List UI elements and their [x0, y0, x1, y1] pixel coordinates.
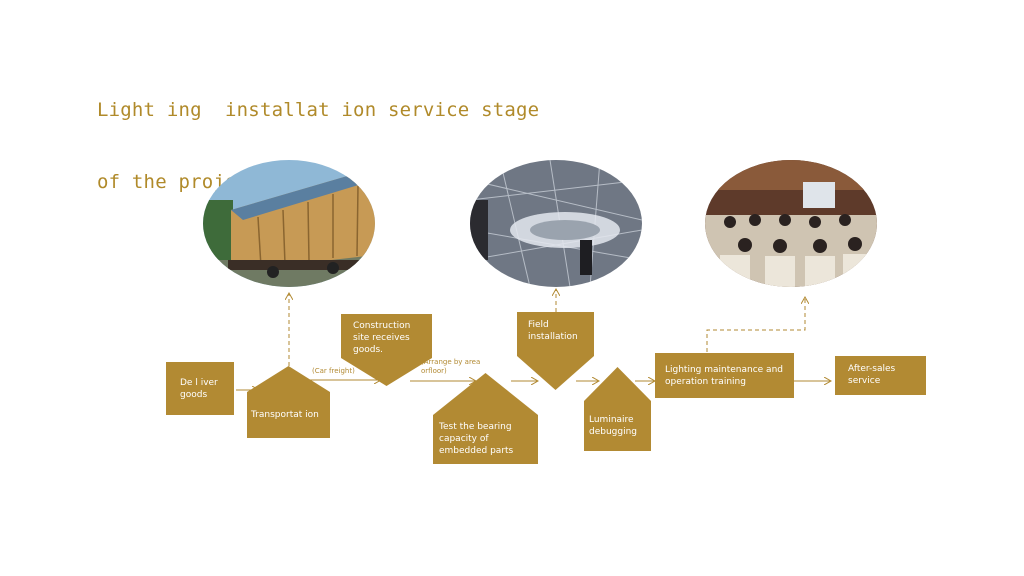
- training-session-photo: [705, 160, 877, 287]
- step-after-sales: After-sales service: [835, 356, 926, 395]
- step-field-installation: Field installation: [517, 312, 594, 390]
- step-transportation-label: Transportat ion: [251, 410, 319, 420]
- step-maintenance-training: Lighting maintenance and operation train…: [655, 353, 794, 398]
- step-luminaire-debugging: Luminaire debugging: [584, 367, 651, 451]
- note-arrange-by-area: (Arrange by area orfloor): [421, 358, 481, 375]
- step-deliver-goods: De l iver goods: [166, 362, 234, 415]
- step-test-bearing: Test the bearing capacity of embedded pa…: [433, 373, 538, 464]
- chandelier-installation-photo: [470, 160, 642, 287]
- note-car-freight: (Car freight): [312, 367, 355, 375]
- dashed-training-to-photo: [706, 298, 805, 352]
- step-construction-site-label: Construction site receives goods.: [353, 321, 411, 355]
- step-transportation: Transportat ion: [247, 366, 330, 438]
- step-field-installation-label: Field installation: [528, 320, 578, 342]
- step-luminaire-debugging-label: Luminaire debugging: [589, 415, 638, 437]
- step-test-bearing-label: Test the bearing capacity of embedded pa…: [439, 422, 514, 456]
- page-title-line-1: Light ing installat ion service stage: [97, 99, 540, 121]
- page-title: Light ing installat ion service stage of…: [97, 50, 539, 218]
- truck-photo: [203, 160, 375, 287]
- step-construction-site: Construction site receives goods.: [341, 314, 432, 386]
